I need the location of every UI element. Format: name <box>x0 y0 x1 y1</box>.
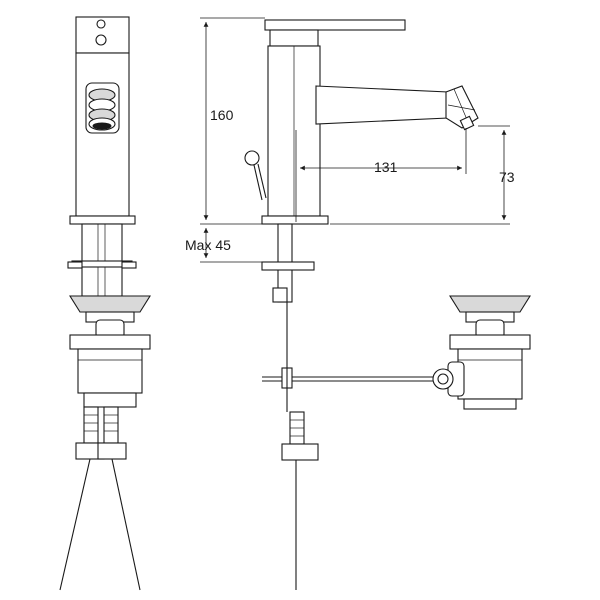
front-view-washer <box>261 261 315 271</box>
side-view-lever-hole <box>95 34 107 46</box>
side-view <box>59 16 151 591</box>
popup-waste <box>432 295 531 410</box>
front-view-hose-connector <box>281 411 319 461</box>
side-view-lever-pin <box>96 19 106 29</box>
front-view-popup-knob <box>244 150 267 201</box>
front-view-spout <box>315 85 449 125</box>
dimension-max45: Max 45 <box>185 228 262 263</box>
side-view-shank <box>81 223 123 297</box>
side-view-body <box>75 52 130 217</box>
side-view-hose-connectors <box>75 406 127 460</box>
side-view-hose-right <box>111 458 141 591</box>
dimension-73: 73 <box>330 125 515 225</box>
side-view-aerator <box>85 82 120 134</box>
front-view-aerator <box>445 85 479 131</box>
popup-waste-linkage <box>432 361 465 397</box>
dimension-131: 131 <box>295 128 467 222</box>
dimension-73-label: 73 <box>499 169 515 185</box>
dimension-131-label: 131 <box>374 159 398 175</box>
dimension-max45-label: Max 45 <box>185 237 231 253</box>
front-view-lever-hub <box>269 29 319 47</box>
side-view-waste <box>69 295 151 408</box>
front-view-lever <box>264 19 406 31</box>
front-view-base <box>261 215 329 225</box>
dimension-160: 160 <box>200 17 265 225</box>
front-view <box>244 19 479 590</box>
side-view-base <box>69 215 136 225</box>
side-view-hose-left <box>59 458 91 591</box>
dimension-160-label: 160 <box>210 107 234 123</box>
